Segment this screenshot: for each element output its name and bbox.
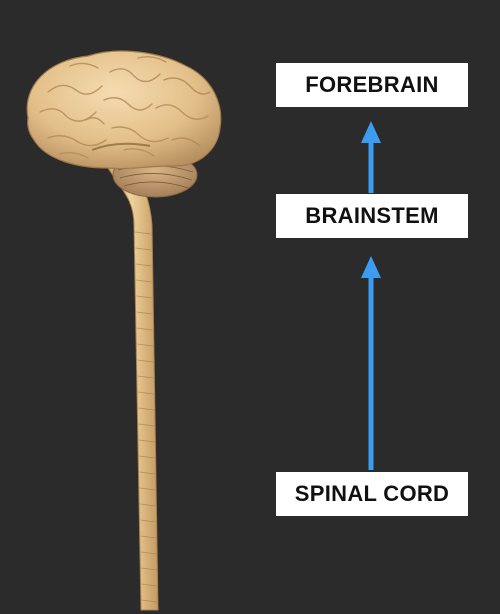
cord-segment-mark <box>136 311 153 315</box>
cord-segment-mark <box>135 263 152 267</box>
cord-segment-mark <box>136 295 153 299</box>
cord-segment-mark <box>139 455 155 459</box>
cord-segment-mark <box>141 567 157 571</box>
cord-segment-mark <box>137 359 154 363</box>
spinal-cord-drawing <box>107 165 159 611</box>
spinal-cord-label: SPINAL CORD <box>294 481 450 506</box>
arrow-spinal-to-brainstem <box>361 256 381 470</box>
cord-segment-mark <box>138 423 155 427</box>
cord-segment-mark <box>135 231 152 235</box>
cord-segment-mark <box>140 519 156 523</box>
cord-segment-mark <box>137 391 154 395</box>
cord-segment-mark <box>135 247 152 251</box>
spinal-cord-box: SPINAL CORD <box>276 472 468 516</box>
cord-segment-mark <box>137 343 153 347</box>
brainstem-box: BRAINSTEM <box>276 194 468 238</box>
cord-segment-mark <box>141 599 157 603</box>
cord-segment-mark <box>140 503 156 507</box>
cord-segment-mark <box>140 535 156 539</box>
cerebrum-drawing <box>26 50 222 170</box>
cord-segment-mark <box>137 375 154 379</box>
cord-segment-mark <box>139 487 156 491</box>
cord-segment-mark <box>136 327 153 331</box>
cord-segment-mark <box>141 583 157 587</box>
forebrain-box: FOREBRAIN <box>276 63 468 107</box>
arrow-brainstem-to-forebrain <box>361 121 381 193</box>
forebrain-label: FOREBRAIN <box>305 72 439 97</box>
cord-segment-mark <box>140 551 157 555</box>
cord-segment-mark <box>138 439 155 443</box>
cord-segment-mark <box>139 471 155 475</box>
cord-segment-mark <box>138 407 154 411</box>
cord-segment-mark <box>135 279 152 283</box>
brainstem-label: BRAINSTEM <box>305 203 439 228</box>
